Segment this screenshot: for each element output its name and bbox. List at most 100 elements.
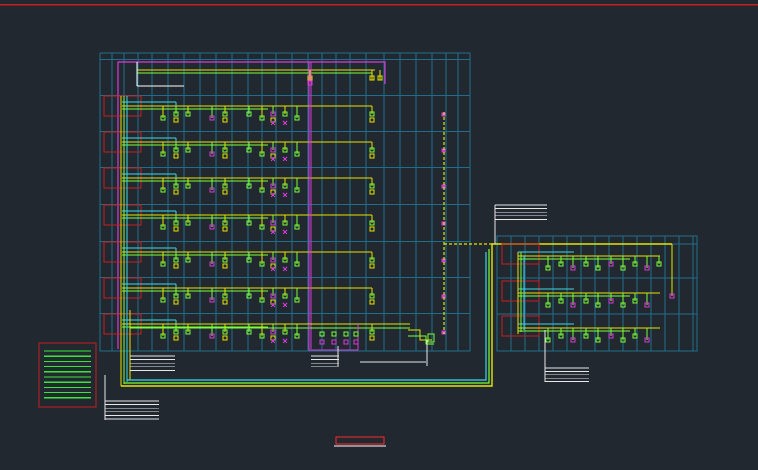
branch-device [185,329,191,335]
branch-device [246,293,252,299]
annex-branch-device [545,302,551,308]
annex-branch-device [608,298,614,304]
annex-grid-frame [496,235,698,352]
annex-trunk-green [124,249,490,384]
annex-right-device [669,293,675,299]
annex-trunk-cyan [127,252,487,381]
branch-device [173,329,179,335]
marker-x [282,229,288,235]
branch-device [294,151,300,157]
branch-device [270,220,276,226]
branch-device [185,183,191,189]
branch-device [160,187,166,193]
annex-branch-device [583,261,589,267]
annex-branch-device [583,298,589,304]
marker-x [282,302,288,308]
branch-device [160,224,166,230]
marker-x [270,192,276,198]
annex-branch-device [558,298,564,304]
basement-magenta-loop [308,324,359,351]
branch-device [246,329,252,335]
marker-x [282,192,288,198]
title-box [335,436,385,445]
annex-branch-device [595,302,601,308]
branch-device-2 [222,117,228,123]
branch-device [222,293,228,299]
branch-device [246,220,252,226]
marker-x [282,338,288,344]
annex-branch-device [644,265,650,271]
branch-device-2 [369,153,375,159]
basement-device [353,331,359,337]
annex-branch-device [570,265,576,271]
branch-device [209,115,215,121]
branch-device [209,333,215,339]
annex-branch-device [608,261,614,267]
branch-device [160,115,166,121]
annex-branch-device [608,333,614,339]
marker-x [270,338,276,344]
branch-device [294,115,300,121]
branch-device [222,257,228,263]
annex-branch-device [656,261,662,267]
branch-device [185,220,191,226]
annex-branch-device [570,337,576,343]
annex-branch-device [632,261,638,267]
branch-device [160,261,166,267]
branch-device [259,224,265,230]
branch-device [282,257,288,263]
branch-device [369,147,375,153]
annex-branch-device [595,337,601,343]
branch-device [270,147,276,153]
annex-branch-device [595,265,601,271]
branch-device [270,111,276,117]
branch-device-2 [173,189,179,195]
branch-device [222,111,228,117]
annex-branch-device [545,265,551,271]
branch-device-2 [270,263,276,269]
branch-device [222,329,228,335]
branch-device [294,297,300,303]
branch-device-2 [173,153,179,159]
basement-device-m [319,339,325,345]
branch-device-2 [173,335,179,341]
branch-device [369,111,375,117]
branch-device-2 [173,299,179,305]
branch-device [173,183,179,189]
basement-device [319,331,325,337]
branch-device-2 [173,263,179,269]
branch-device [185,147,191,153]
branch-device [222,183,228,189]
branch-device-2 [369,189,375,195]
branch-device-2 [270,226,276,232]
branch-device [369,257,375,263]
branch-device-2 [369,263,375,269]
branch-device [270,329,276,335]
branch-device-2 [270,335,276,341]
basement-junction [427,333,435,343]
annex-branch-device [620,265,626,271]
branch-device [282,329,288,335]
branch-device [246,183,252,189]
annex-branch-device [632,333,638,339]
basement-device [331,331,337,337]
branch-device [209,224,215,230]
branch-device [282,293,288,299]
branch-device [173,293,179,299]
annex-trunk-yellow [121,243,672,387]
branch-device-2 [222,153,228,159]
branch-device-2 [222,226,228,232]
branch-device-2 [222,299,228,305]
branch-device [259,115,265,121]
branch-device [270,257,276,263]
branch-device [185,257,191,263]
marker-x [270,156,276,162]
annex-branch-device [583,333,589,339]
branch-device [282,111,288,117]
basement-feed-right-2 [408,335,434,345]
branch-device-2 [270,153,276,159]
branch-device [270,183,276,189]
branch-device [282,220,288,226]
branch-device [209,261,215,267]
